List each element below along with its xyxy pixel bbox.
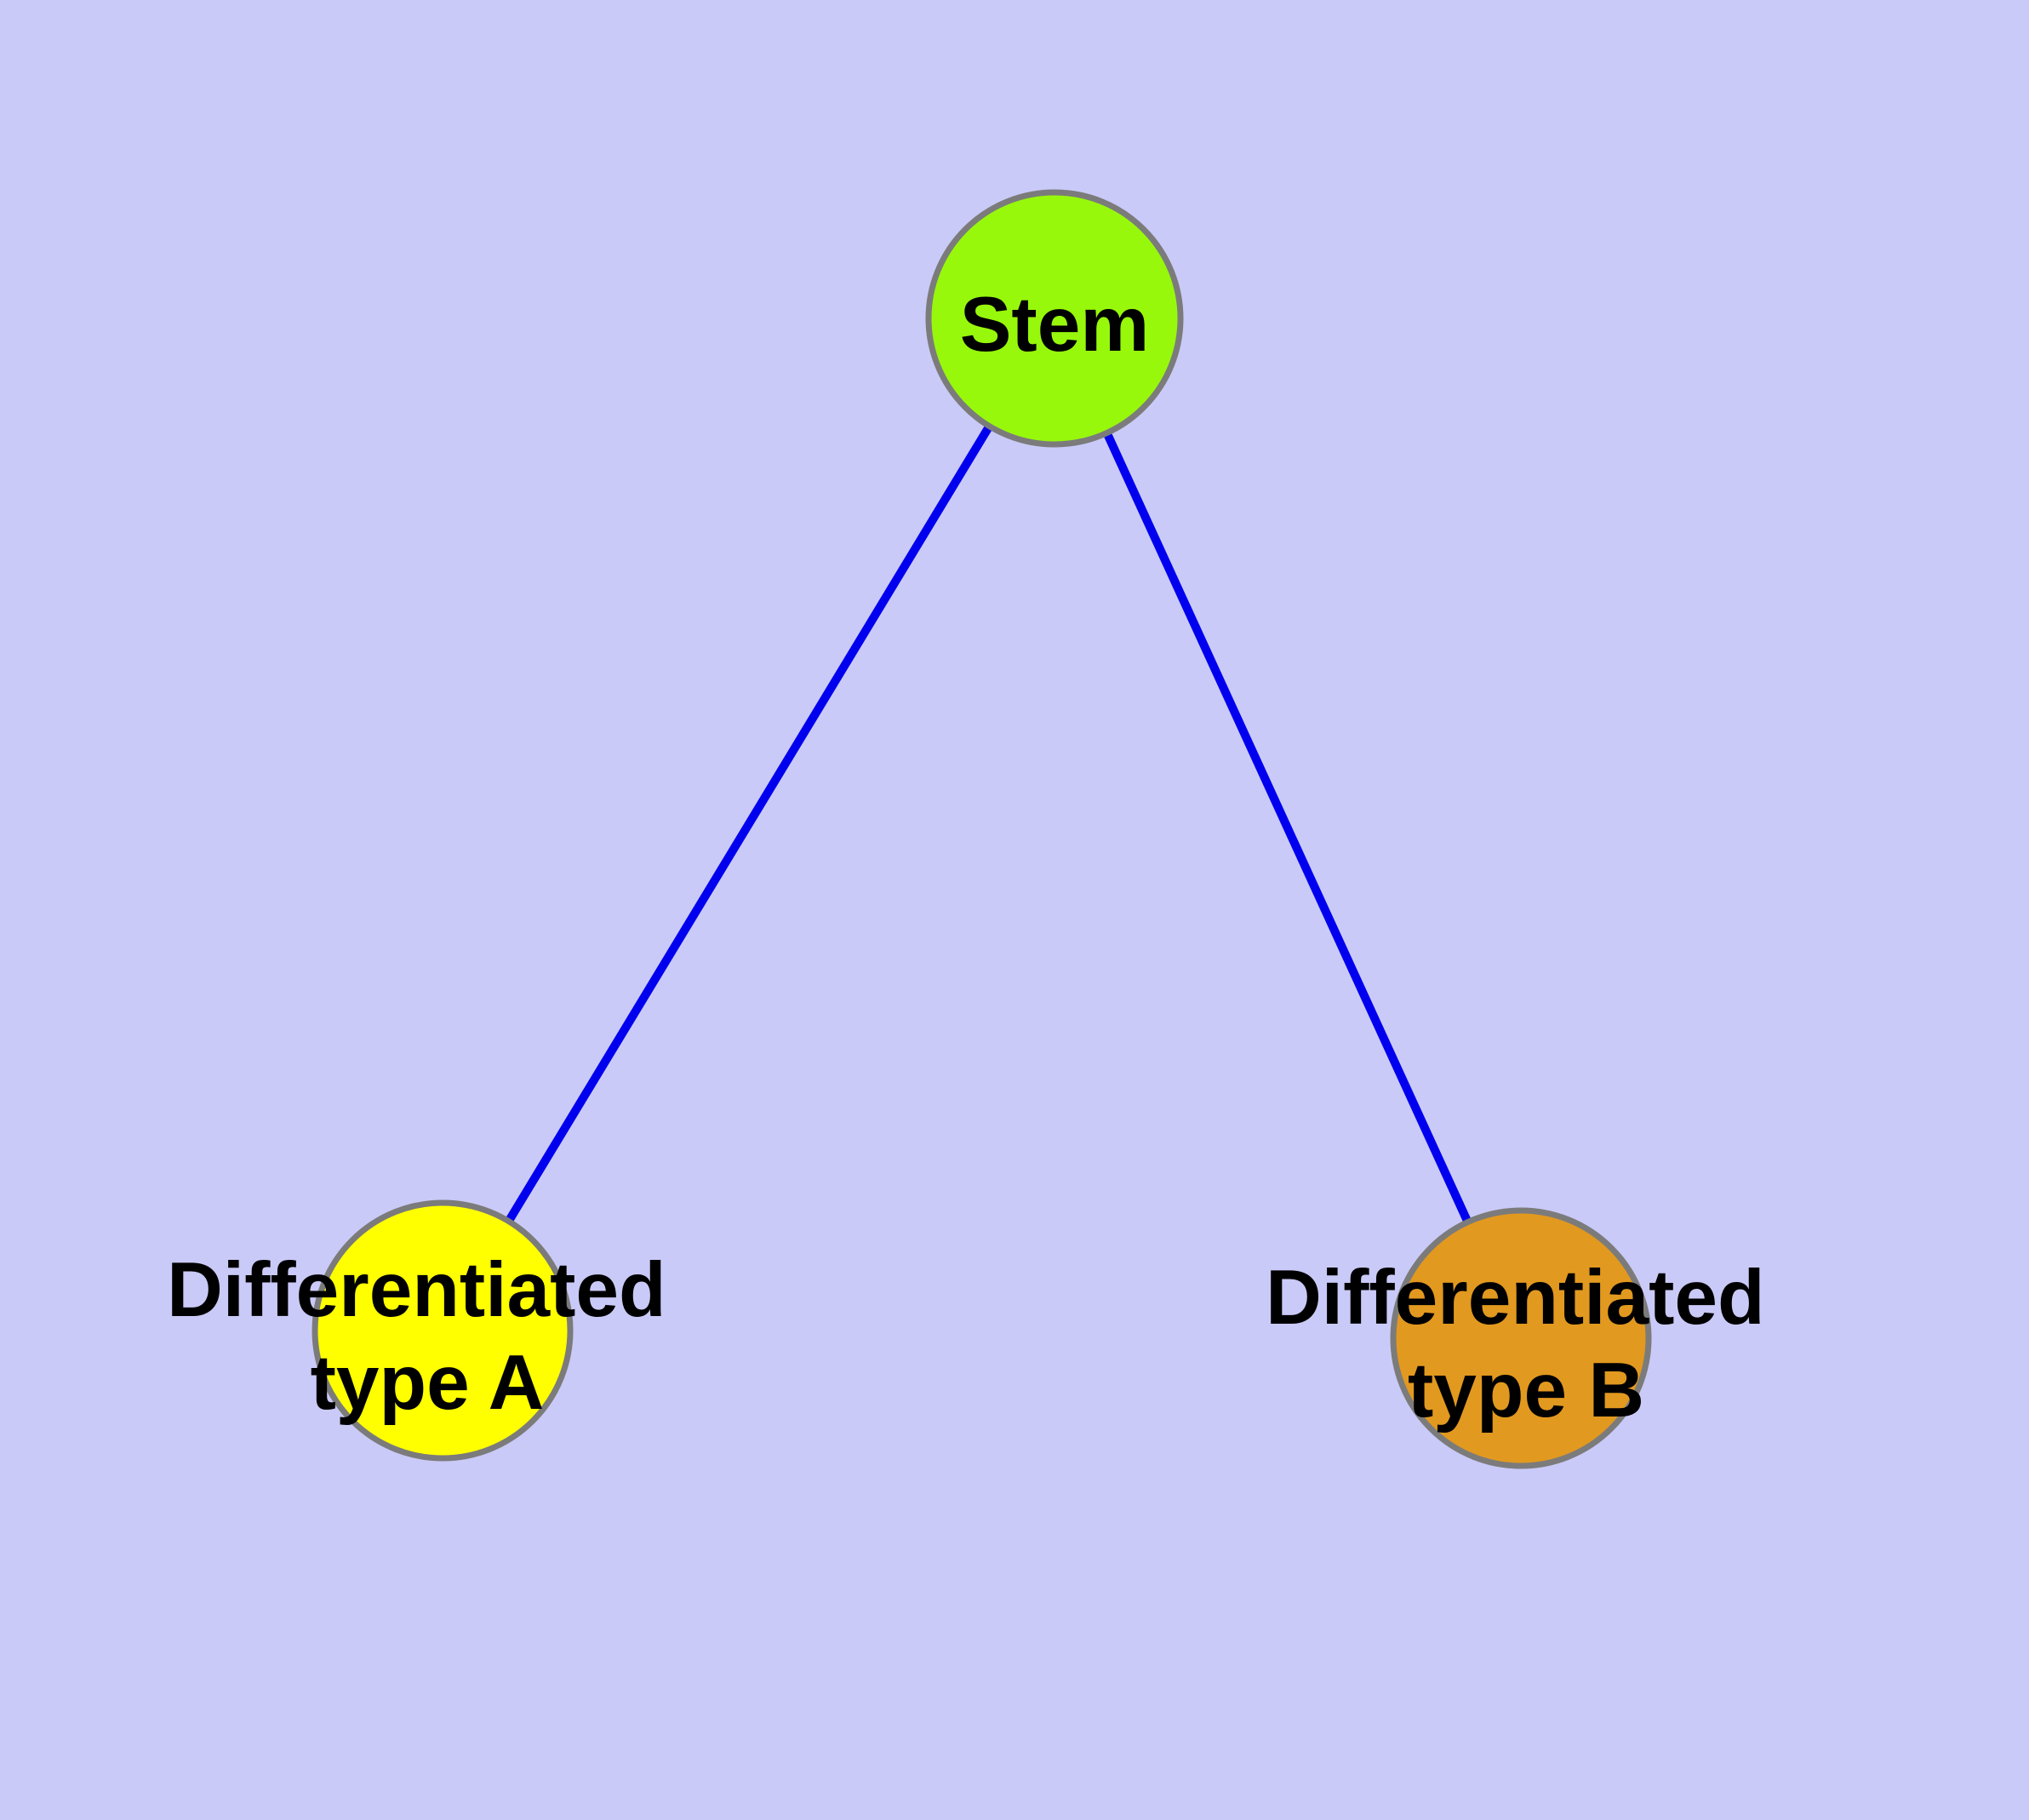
type-a-node-label: Differentiated type A xyxy=(167,1247,688,1426)
stem-node-label: Stem xyxy=(960,282,1150,368)
stem-node-circle xyxy=(925,189,1184,448)
edge-stem-to-type-b xyxy=(1050,316,1525,1341)
label-layer: Stem Differentiated type A Differentiate… xyxy=(167,282,1786,1434)
node-layer xyxy=(311,189,1652,1469)
type-b-node-label: Differentiated type B xyxy=(1266,1255,1786,1434)
type-a-label-line1: Differentiated xyxy=(167,1247,666,1333)
edge-stem-to-type-a xyxy=(438,316,1059,1333)
type-a-label-line2: type A xyxy=(311,1340,545,1426)
edge-layer xyxy=(438,316,1525,1341)
type-a-node-circle xyxy=(311,1199,574,1462)
type-b-node-circle xyxy=(1390,1207,1652,1469)
type-b-label-line2: type B xyxy=(1408,1348,1644,1434)
type-b-label-line1: Differentiated xyxy=(1266,1255,1765,1341)
